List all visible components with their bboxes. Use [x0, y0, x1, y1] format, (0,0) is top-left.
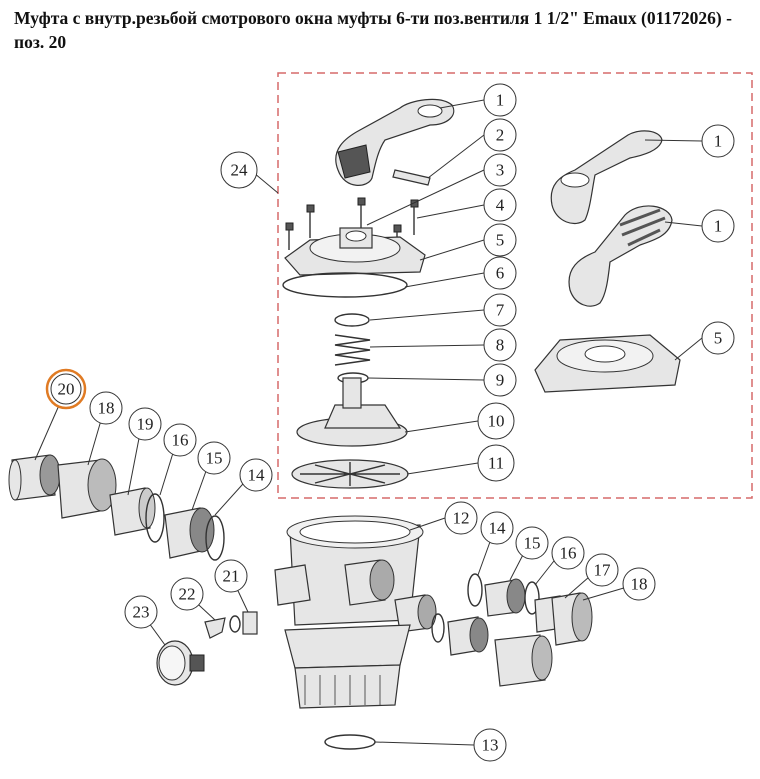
union-right-part: [551, 592, 593, 646]
oring-lower-part: [431, 613, 445, 643]
callout-c19: 19: [128, 407, 162, 441]
callout-c1a: 1: [483, 83, 517, 117]
svg-text:20: 20: [58, 380, 75, 399]
cover-alt-part: [534, 334, 681, 393]
callout-c16a: 16: [163, 423, 197, 457]
seal-part: [291, 459, 409, 489]
oring-right-part: [467, 573, 483, 607]
drain-plug-part: [204, 611, 258, 639]
svg-text:4: 4: [496, 196, 505, 215]
gasket-part: [282, 272, 408, 298]
svg-text:19: 19: [137, 415, 154, 434]
svg-text:24: 24: [231, 161, 249, 180]
callout-c22: 22: [170, 577, 204, 611]
svg-text:18: 18: [631, 575, 648, 594]
svg-text:1: 1: [714, 132, 723, 151]
svg-text:3: 3: [496, 161, 505, 180]
callout-c10: 10: [477, 402, 515, 440]
callout-c2: 2: [483, 118, 517, 152]
handle-grip-part: [568, 205, 673, 307]
callout-c14b: 14: [480, 511, 514, 545]
svg-text:17: 17: [594, 561, 612, 580]
callout-c5a: 5: [483, 223, 517, 257]
svg-text:12: 12: [453, 509, 470, 528]
callout-c1c: 1: [701, 209, 735, 243]
callout-c20: 20: [45, 368, 87, 410]
union-nut-part: [57, 458, 117, 519]
adapter-lower-part: [447, 616, 489, 656]
callout-c3: 3: [483, 153, 517, 187]
svg-text:5: 5: [714, 329, 723, 348]
pin-part: [392, 169, 431, 186]
threaded-coupling-part: [8, 454, 61, 501]
callout-c4: 4: [483, 188, 517, 222]
svg-text:7: 7: [496, 301, 505, 320]
callout-c15a: 15: [197, 441, 231, 475]
svg-text:2: 2: [496, 126, 505, 145]
callout-c1b: 1: [701, 124, 735, 158]
page-title: Муфта с внутр.резьбой смотрового окна му…: [14, 8, 732, 52]
svg-text:23: 23: [133, 603, 150, 622]
svg-text:10: 10: [488, 412, 505, 431]
svg-text:6: 6: [496, 264, 505, 283]
callout-c11: 11: [477, 444, 515, 482]
svg-text:21: 21: [223, 567, 240, 586]
svg-text:8: 8: [496, 336, 505, 355]
callout-c17: 17: [585, 553, 619, 587]
tail-piece-part: [109, 487, 156, 536]
handle-alt-part: [550, 130, 663, 225]
handle-part: [335, 98, 455, 186]
assembly-frame: [277, 72, 753, 499]
callout-c14a: 14: [239, 458, 273, 492]
svg-text:11: 11: [488, 454, 504, 473]
spring-part: [334, 334, 371, 366]
adapter-right-part: [484, 578, 526, 617]
callout-c13: 13: [473, 728, 507, 762]
oring-port-2-part: [205, 515, 225, 561]
svg-text:5: 5: [496, 231, 505, 250]
callout-c24: 24: [220, 151, 258, 189]
callout-c7: 7: [483, 293, 517, 327]
adapter-part: [164, 507, 215, 559]
cover-part: [284, 227, 426, 276]
callout-c9: 9: [483, 363, 517, 397]
svg-text:16: 16: [172, 431, 189, 450]
base-oring-part: [324, 734, 376, 750]
oring-part: [334, 313, 370, 327]
callout-c16b: 16: [551, 536, 585, 570]
valve-body-part: [274, 515, 437, 709]
svg-text:15: 15: [206, 449, 223, 468]
callout-c12: 12: [444, 501, 478, 535]
svg-text:18: 18: [98, 399, 115, 418]
svg-text:16: 16: [560, 544, 577, 563]
callout-c15b: 15: [515, 526, 549, 560]
callout-c21: 21: [214, 559, 248, 593]
svg-text:9: 9: [496, 371, 505, 390]
rotor-part: [296, 377, 408, 447]
svg-text:15: 15: [524, 534, 541, 553]
svg-text:1: 1: [496, 91, 505, 110]
callout-c5b: 5: [701, 321, 735, 355]
callout-c18b: 18: [622, 567, 656, 601]
callout-c8: 8: [483, 328, 517, 362]
svg-text:14: 14: [248, 466, 266, 485]
callout-c6: 6: [483, 256, 517, 290]
sight-glass-part: [156, 640, 205, 686]
oring-right-2-part: [524, 581, 540, 615]
svg-text:1: 1: [714, 217, 723, 236]
svg-text:13: 13: [482, 736, 499, 755]
svg-text:22: 22: [179, 585, 196, 604]
svg-text:14: 14: [489, 519, 507, 538]
union-lower-part: [494, 634, 553, 687]
callout-c18a: 18: [89, 391, 123, 425]
oring-port-part: [145, 493, 165, 543]
callout-c23: 23: [124, 595, 158, 629]
